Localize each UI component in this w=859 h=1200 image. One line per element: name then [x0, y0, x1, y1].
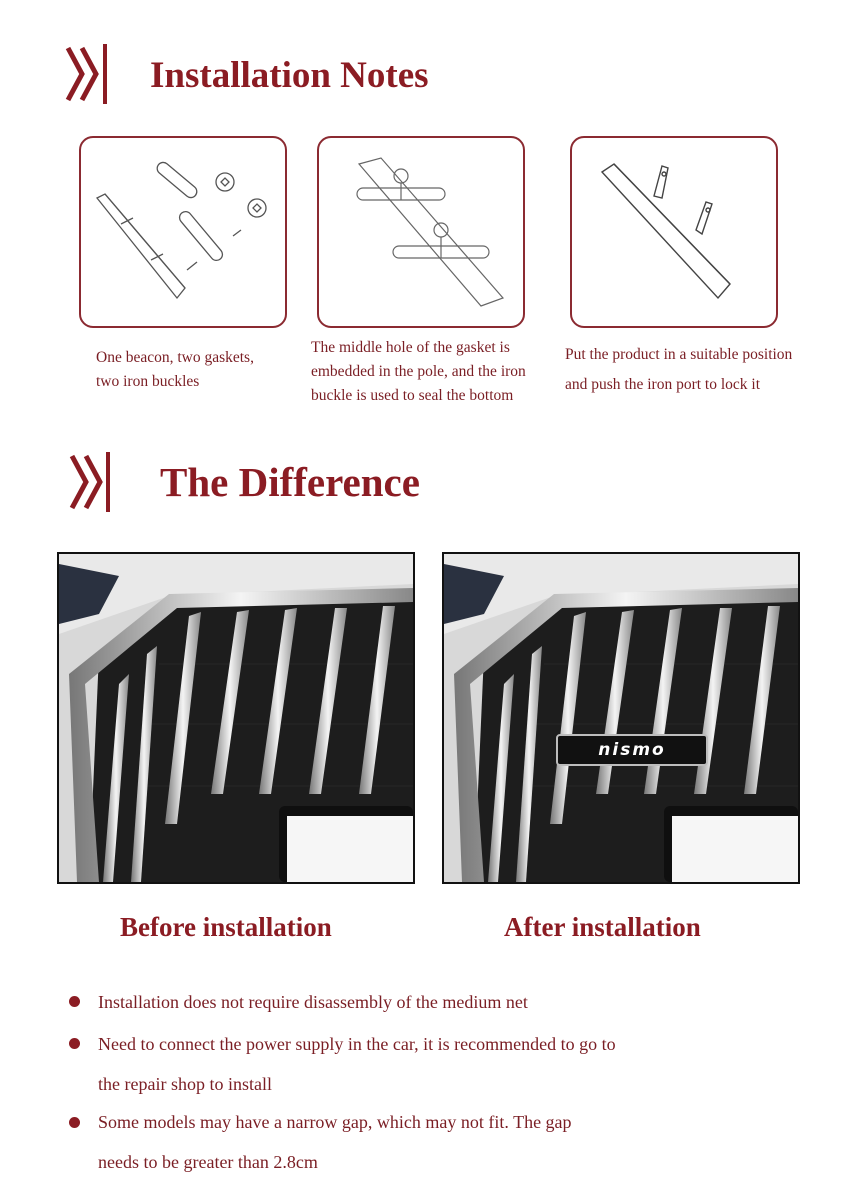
- after-installation-photo: nismo: [442, 552, 800, 884]
- nismo-badge: nismo: [556, 734, 708, 766]
- heading-divider: [103, 44, 107, 104]
- double-chevron-icon: [65, 46, 99, 102]
- before-label: Before installation: [120, 912, 332, 942]
- page-title: Installation Notes: [150, 55, 429, 96]
- lock-illustration: [600, 163, 731, 300]
- section-title: The Difference: [160, 459, 420, 505]
- badge-text: nismo: [598, 740, 666, 760]
- note-item: Need to connect the power supply in the …: [98, 1034, 616, 1094]
- bullet-icon: [69, 1117, 80, 1128]
- note-item: Installation does not require disassembl…: [98, 992, 528, 1012]
- assembly-illustration: [356, 157, 505, 307]
- bullet-icon: [69, 1038, 80, 1049]
- step-card-assembly: [317, 136, 525, 328]
- after-label: After installation: [504, 912, 701, 942]
- step-card-lock: [570, 136, 778, 328]
- parts-illustration: [95, 161, 267, 300]
- note-item: Some models may have a narrow gap, which…: [98, 1112, 572, 1172]
- step-caption-1: One beacon, two gaskets, two iron buckle…: [96, 349, 254, 390]
- step-card-parts: [79, 136, 287, 328]
- step-caption-3: Put the product in a suitable position a…: [565, 346, 793, 393]
- double-chevron-icon: [69, 454, 103, 510]
- step-caption-2: The middle hole of the gasket is embedde…: [311, 339, 526, 404]
- before-installation-photo: [57, 552, 415, 884]
- bullet-icon: [69, 996, 80, 1007]
- heading-divider: [106, 452, 110, 512]
